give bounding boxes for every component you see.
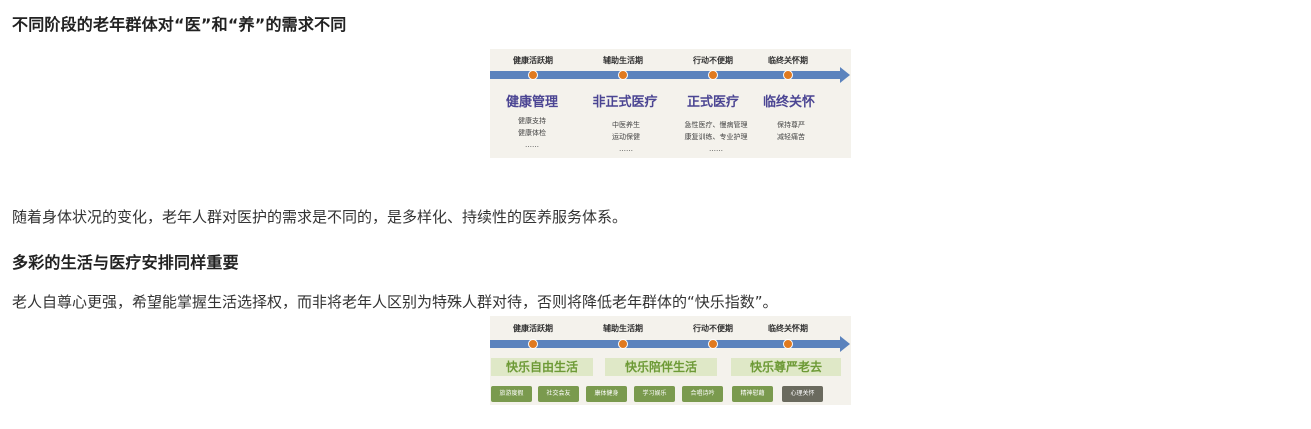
banner-companion-living: 快乐陪伴生活 (605, 358, 717, 376)
timeline-bar (490, 340, 840, 348)
activity-pill: 精神慰藉 (732, 386, 773, 402)
care-detail-item: …… (709, 145, 723, 153)
banner-free-living: 快乐自由生活 (491, 358, 593, 376)
activity-pill: 学习娱乐 (634, 386, 675, 402)
care-type-informal-medical: 非正式医疗 (592, 95, 658, 110)
care-detail-item: 急性医疗、慢病管理 (684, 121, 748, 129)
timeline-dot (783, 70, 793, 80)
timeline-dot (528, 70, 538, 80)
timeline-dot (783, 339, 793, 349)
activity-pill: 社交会友 (538, 386, 579, 402)
activity-pill: 合唱诗吟 (682, 386, 723, 402)
care-details-list: 中医养生 运动保健 …… (612, 119, 640, 155)
care-detail-item: 运动保健 (612, 133, 640, 141)
stage-label-active: 健康活跃期 (513, 56, 553, 65)
care-type-formal-medical: 正式医疗 (686, 95, 740, 110)
care-details-list: 健康支持 健康体检 …… (518, 115, 546, 151)
activity-pill: 康体健身 (586, 386, 627, 402)
stage-label-assisted: 辅助生活期 (603, 56, 643, 65)
timeline-arrow-icon (840, 67, 850, 83)
timeline-dot (708, 339, 718, 349)
care-stages-figure: 健康活跃期 辅助生活期 行动不便期 临终关怀期 健康管理 非正式医疗 正式医疗 … (490, 49, 851, 158)
stage-label-end-of-life: 临终关怀期 (768, 56, 808, 65)
timeline-dot (528, 339, 538, 349)
care-type-hospice: 临终关怀 (762, 95, 816, 110)
activity-pill: 旅游度假 (491, 386, 532, 402)
section-heading-care-needs: 不同阶段的老年群体对“医”和“养”的需求不同 (12, 15, 347, 34)
stage-label-active: 健康活跃期 (513, 324, 553, 333)
care-detail-item: 保持尊严 (777, 121, 805, 129)
activity-pill: 心理关怀 (782, 386, 823, 402)
care-detail-item: 减轻痛苦 (777, 133, 805, 141)
care-detail-item: …… (619, 145, 633, 153)
timeline-dot (708, 70, 718, 80)
care-detail-item: 中医养生 (612, 121, 640, 129)
stage-label-end-of-life: 临终关怀期 (768, 324, 808, 333)
timeline-dot (618, 339, 628, 349)
timeline-arrow-icon (840, 336, 850, 352)
care-detail-item: …… (525, 141, 539, 149)
care-detail-item: 康复训练、专业护理 (684, 133, 748, 141)
timeline-dot (618, 70, 628, 80)
timeline-bar (490, 71, 840, 79)
care-details-list: 保持尊严 减轻痛苦 (777, 119, 805, 143)
stage-label-assisted: 辅助生活期 (603, 324, 643, 333)
stage-label-limited-mobility: 行动不便期 (693, 56, 733, 65)
stage-label-limited-mobility: 行动不便期 (693, 324, 733, 333)
paragraph-care-needs: 随着身体状况的变化，老年人群对医护的需求是不同的，是多样化、持续性的医养服务体系… (12, 208, 628, 226)
happy-living-figure: 健康活跃期 辅助生活期 行动不便期 临终关怀期 快乐自由生活 快乐陪伴生活 快乐… (490, 316, 851, 405)
banner-dignified-aging: 快乐尊严老去 (731, 358, 841, 376)
care-detail-item: 健康体检 (518, 129, 546, 137)
paragraph-happiness-index: 老人自尊心更强，希望能掌握生活选择权，而非将老年人区别为特殊人群对待，否则将降低… (12, 293, 778, 311)
care-type-health-management: 健康管理 (505, 95, 559, 110)
care-detail-item: 健康支持 (518, 117, 546, 125)
section-heading-colorful-life: 多彩的生活与医疗安排同样重要 (12, 253, 239, 272)
care-details-list: 急性医疗、慢病管理 康复训练、专业护理 …… (685, 119, 748, 155)
